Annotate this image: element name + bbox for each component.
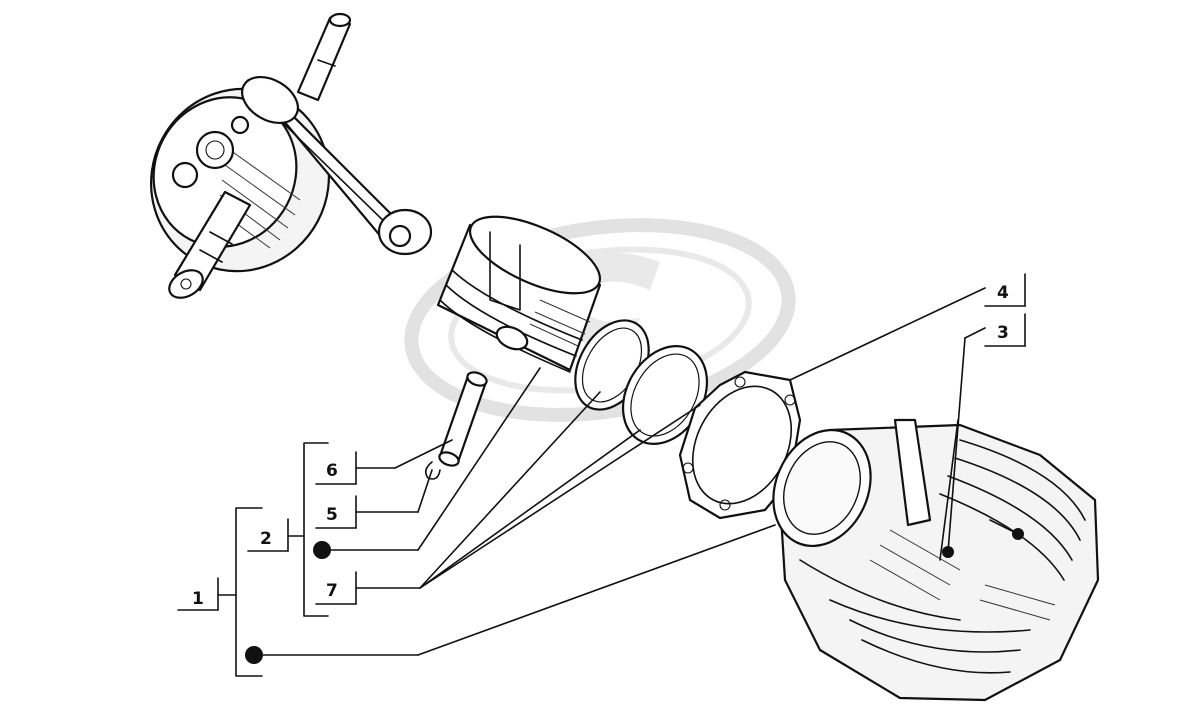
gasket-icon bbox=[678, 370, 802, 520]
callout-5: 5 bbox=[315, 495, 357, 529]
callout-2: 2 bbox=[247, 518, 289, 552]
callout-3-label: 3 bbox=[997, 323, 1009, 343]
callout-3: 3 bbox=[984, 313, 1026, 347]
callout-6-label: 6 bbox=[326, 461, 338, 481]
crankshaft-icon bbox=[150, 12, 433, 299]
callout-1-label: 1 bbox=[192, 589, 204, 609]
circlip-icon bbox=[424, 461, 441, 480]
piston-icon bbox=[436, 215, 602, 373]
cylinder-icon bbox=[772, 418, 1100, 702]
callout-5-label: 5 bbox=[326, 505, 338, 525]
bullet-marker bbox=[313, 541, 331, 559]
group-brackets bbox=[217, 442, 329, 677]
callout-4: 4 bbox=[984, 273, 1026, 307]
callout-4-label: 4 bbox=[997, 283, 1009, 303]
leader-lines bbox=[253, 287, 986, 656]
callout-1: 1 bbox=[177, 577, 219, 611]
callout-7-label: 7 bbox=[326, 581, 338, 601]
bullet-marker bbox=[245, 646, 263, 664]
callout-2-label: 2 bbox=[260, 529, 272, 549]
callout-6: 6 bbox=[315, 451, 357, 485]
callout-7: 7 bbox=[315, 571, 357, 605]
